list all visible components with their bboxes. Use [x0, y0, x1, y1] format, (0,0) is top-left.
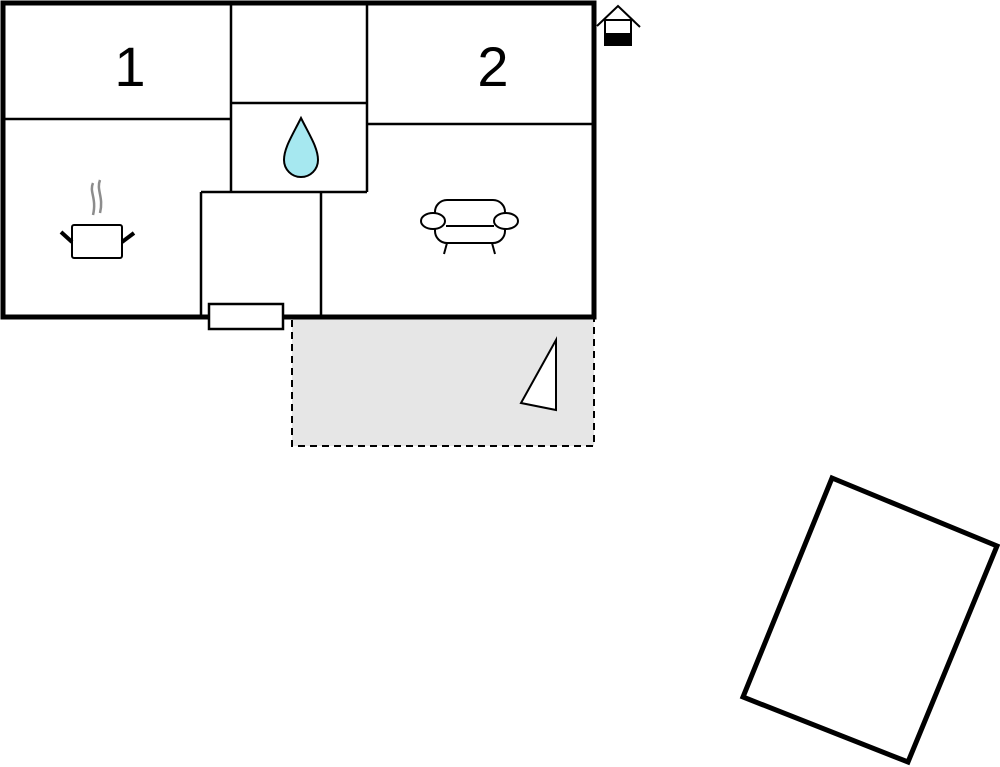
interior-walls — [3, 3, 594, 317]
entrance-door — [207, 302, 285, 331]
room-1-label: 1 — [114, 35, 145, 98]
water-drop-icon — [282, 115, 320, 178]
house-entrance-icon — [596, 4, 641, 46]
detached-building — [739, 474, 1000, 766]
compass-triangle-icon — [519, 336, 557, 412]
outer-walls — [0, 0, 597, 320]
room-2-label: 2 — [477, 35, 508, 98]
sofa-icon — [420, 199, 519, 255]
cooking-pot-icon — [59, 179, 136, 259]
